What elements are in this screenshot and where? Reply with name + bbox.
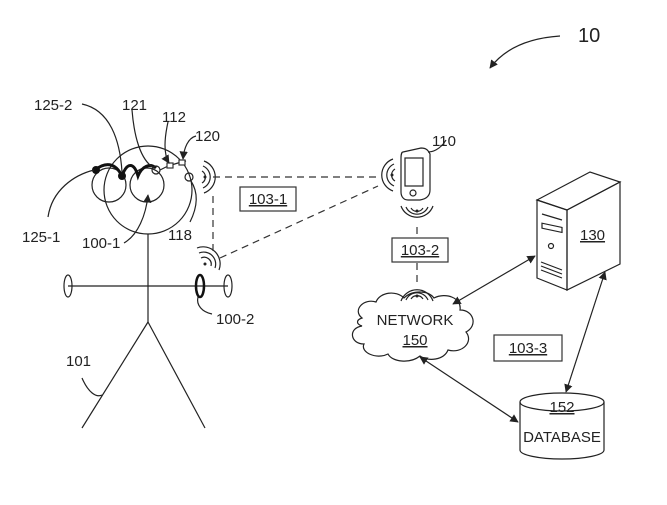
leader-120 bbox=[179, 135, 197, 160]
network-name: NETWORK bbox=[377, 312, 454, 329]
database-name: DATABASE bbox=[523, 429, 601, 446]
glasses-frame bbox=[94, 163, 157, 181]
label-112: 112 bbox=[162, 109, 186, 126]
link-label-103-2: 103-2 bbox=[391, 237, 449, 263]
label-125-2: 125-2 bbox=[34, 97, 72, 114]
leader-112 bbox=[161, 121, 170, 164]
signal-icon-phone-bottom bbox=[400, 205, 434, 218]
figure-reference: 10 bbox=[489, 25, 600, 69]
wrist-device: 100-2 bbox=[194, 273, 254, 328]
server: 130 bbox=[535, 171, 622, 291]
component-118 bbox=[184, 172, 194, 182]
label-130: 130 bbox=[580, 227, 605, 244]
figure-number: 10 bbox=[578, 25, 600, 47]
link-wrist-phone bbox=[219, 185, 379, 259]
phone-screen bbox=[404, 157, 424, 187]
user-leader bbox=[81, 377, 103, 397]
label-121: 121 bbox=[122, 97, 147, 114]
left-lens bbox=[91, 167, 127, 203]
svg-text:103-2: 103-2 bbox=[401, 242, 439, 259]
signal-icon-phone-left bbox=[381, 158, 396, 192]
label-120: 120 bbox=[195, 128, 220, 145]
user-figure: 101 bbox=[63, 145, 233, 429]
right-leg bbox=[147, 321, 206, 429]
leader-125-1 bbox=[47, 169, 95, 218]
signal-icon-wrist bbox=[196, 246, 221, 271]
label-125-1: 125-1 bbox=[22, 229, 60, 246]
label-118: 118 bbox=[168, 227, 192, 244]
user-label: 101 bbox=[66, 353, 91, 370]
leader-125-2 bbox=[81, 103, 123, 173]
right-hand bbox=[223, 274, 233, 298]
label-150: 150 bbox=[402, 332, 427, 349]
database: 152 DATABASE bbox=[519, 392, 605, 460]
reference-arrow bbox=[489, 35, 561, 69]
signal-icon-network bbox=[400, 289, 434, 302]
smart-glasses: 125-2 125-1 121 112 120 118 100-1 bbox=[22, 97, 220, 252]
component-120 bbox=[178, 159, 186, 166]
svg-text:103-3: 103-3 bbox=[509, 340, 547, 357]
link-label-103-3: 103-3 bbox=[493, 334, 563, 362]
network-cloud: NETWORK 150 bbox=[351, 291, 474, 362]
arrow-database-server bbox=[564, 271, 607, 393]
head bbox=[103, 145, 193, 235]
leader-110 bbox=[427, 139, 447, 153]
leader-118 bbox=[189, 180, 197, 223]
arrow-network-server bbox=[452, 255, 536, 305]
component-112 bbox=[166, 162, 174, 169]
leader-100-1 bbox=[123, 194, 152, 244]
phone-button bbox=[409, 189, 417, 197]
label-100-2: 100-2 bbox=[216, 311, 254, 328]
nose-pad-125-1 bbox=[92, 166, 100, 174]
left-leg bbox=[81, 321, 149, 429]
label-100-1: 100-1 bbox=[82, 235, 120, 252]
mobile-device: 110 bbox=[400, 133, 456, 201]
leader-100-2 bbox=[197, 296, 213, 315]
svg-text:103-1: 103-1 bbox=[249, 191, 287, 208]
label-152: 152 bbox=[549, 399, 574, 416]
label-110: 110 bbox=[432, 133, 456, 150]
link-label-103-1: 103-1 bbox=[239, 186, 297, 212]
leader-121 bbox=[131, 109, 155, 169]
nose-pad-125-2 bbox=[118, 172, 126, 180]
left-hand bbox=[63, 274, 73, 298]
wristband bbox=[194, 273, 206, 299]
arrow-network-database bbox=[419, 356, 519, 423]
